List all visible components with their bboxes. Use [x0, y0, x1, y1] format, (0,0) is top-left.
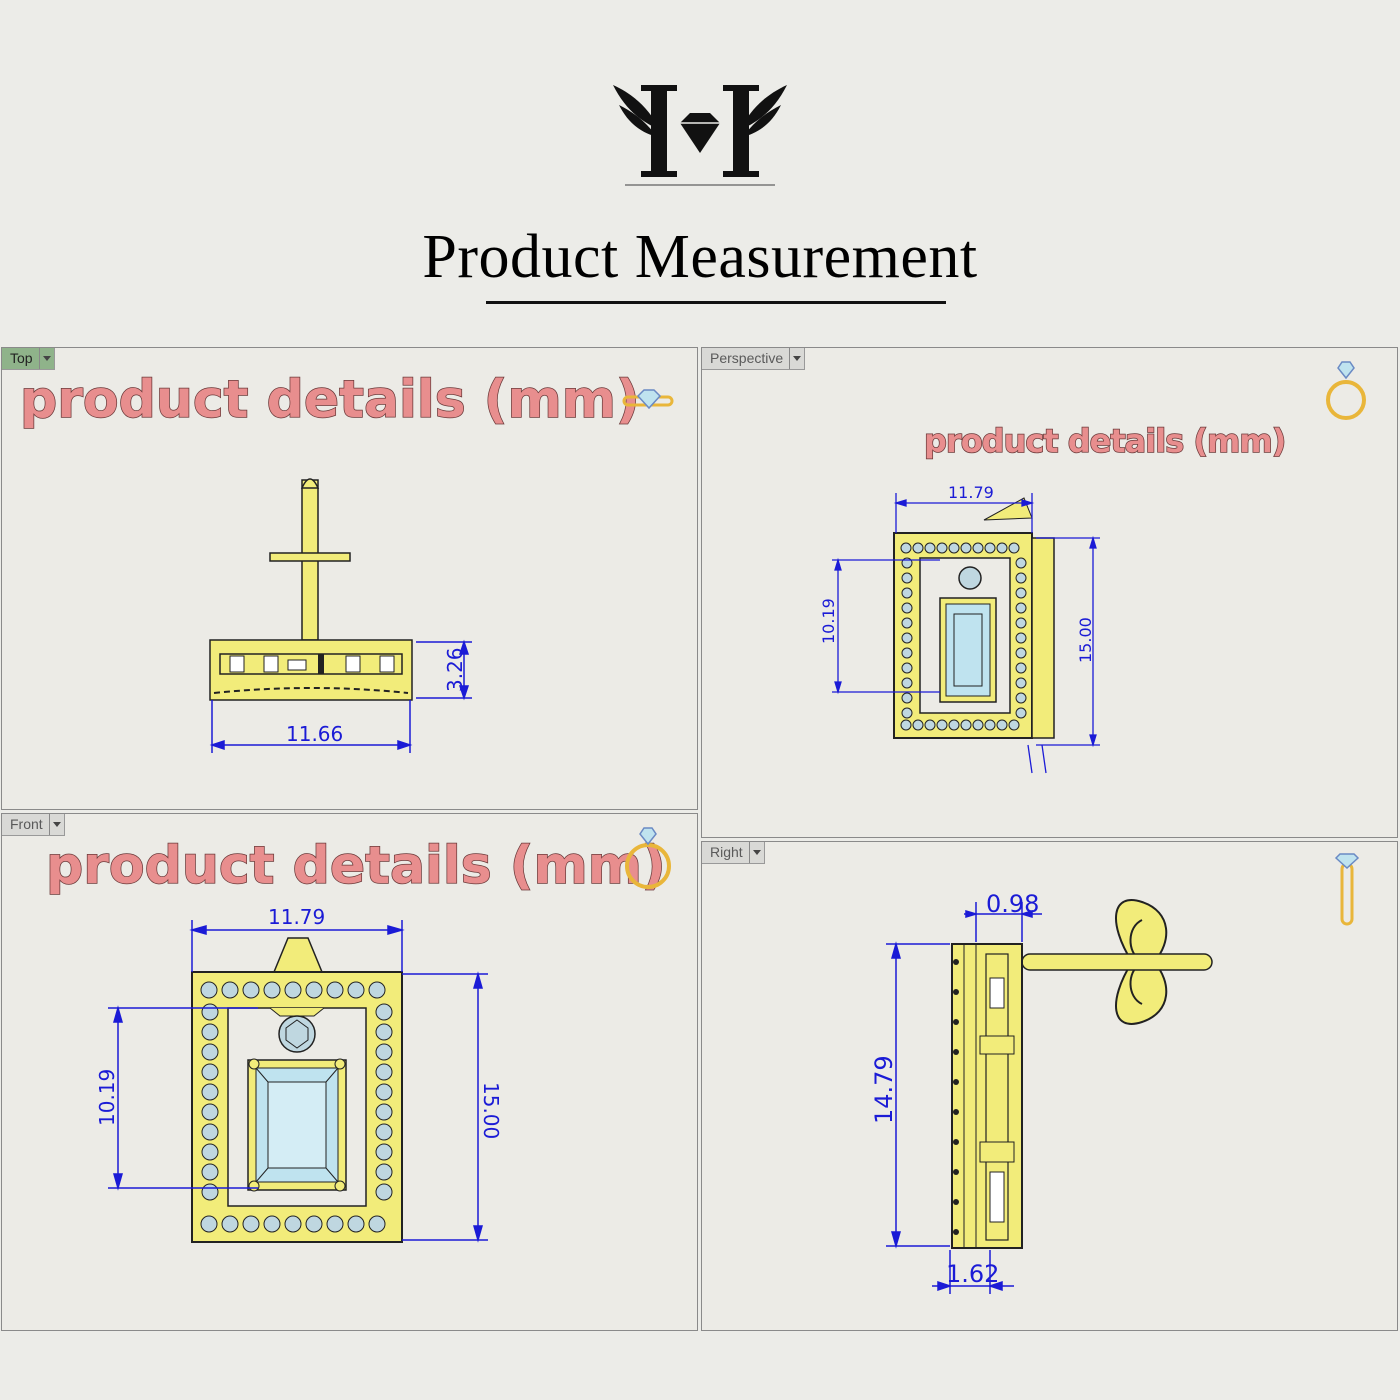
brand-logo: [613, 85, 787, 186]
page-title: Product Measurement: [422, 223, 978, 291]
product-details-label: product details (mm): [45, 835, 666, 897]
dim-bottom-depth: 1.62: [946, 1260, 999, 1288]
chevron-down-icon[interactable]: [748, 842, 764, 863]
ring-side-icon: [622, 389, 674, 410]
tab-perspective[interactable]: Perspective: [702, 348, 806, 370]
viewport-top[interactable]: Top product details (mm): [1, 347, 698, 810]
title-underline: [486, 301, 946, 304]
dim-height: 15.00: [479, 1082, 503, 1139]
tab-right[interactable]: Right: [702, 842, 765, 864]
dim-width: 11.79: [948, 483, 994, 502]
dim-width: 11.66: [286, 722, 343, 746]
viewport-right[interactable]: Right: [701, 841, 1398, 1331]
product-details-label: product details (mm): [19, 369, 640, 431]
tab-front[interactable]: Front: [2, 814, 65, 836]
front-view-drawing: 11.79 10.19 15.00: [95, 827, 671, 1243]
dim-inner-height: 10.19: [95, 1069, 119, 1126]
ring-side-icon: [1334, 853, 1360, 926]
chevron-down-icon[interactable]: [789, 348, 804, 369]
dim-height: 14.79: [870, 1055, 898, 1124]
tab-right-label: Right: [710, 844, 743, 860]
viewport-front[interactable]: Front product details (mm): [1, 813, 698, 1331]
ring-icon: [625, 827, 671, 889]
chevron-down-icon[interactable]: [38, 348, 54, 369]
chevron-down-icon[interactable]: [48, 814, 64, 835]
right-view-drawing: 0.98 14.79 1.62: [870, 853, 1360, 1294]
tab-front-label: Front: [10, 816, 43, 832]
top-view-drawing: 11.66 3.26: [209, 389, 674, 753]
dim-height: 15.00: [1076, 617, 1095, 663]
dim-width: 11.79: [268, 905, 325, 929]
dim-height: 3.26: [443, 647, 467, 692]
dim-inner-height: 10.19: [819, 598, 838, 644]
product-details-label: product details (mm): [923, 421, 1287, 461]
viewport-perspective[interactable]: Perspective product details (mm): [701, 347, 1398, 838]
tab-perspective-label: Perspective: [710, 350, 784, 366]
perspective-view-drawing: 11.79 10.19 15.00: [819, 361, 1366, 774]
ring-icon: [1326, 361, 1366, 420]
tab-top[interactable]: Top: [2, 348, 55, 370]
tab-top-label: Top: [10, 350, 33, 366]
dim-top-depth: 0.98: [986, 890, 1039, 918]
